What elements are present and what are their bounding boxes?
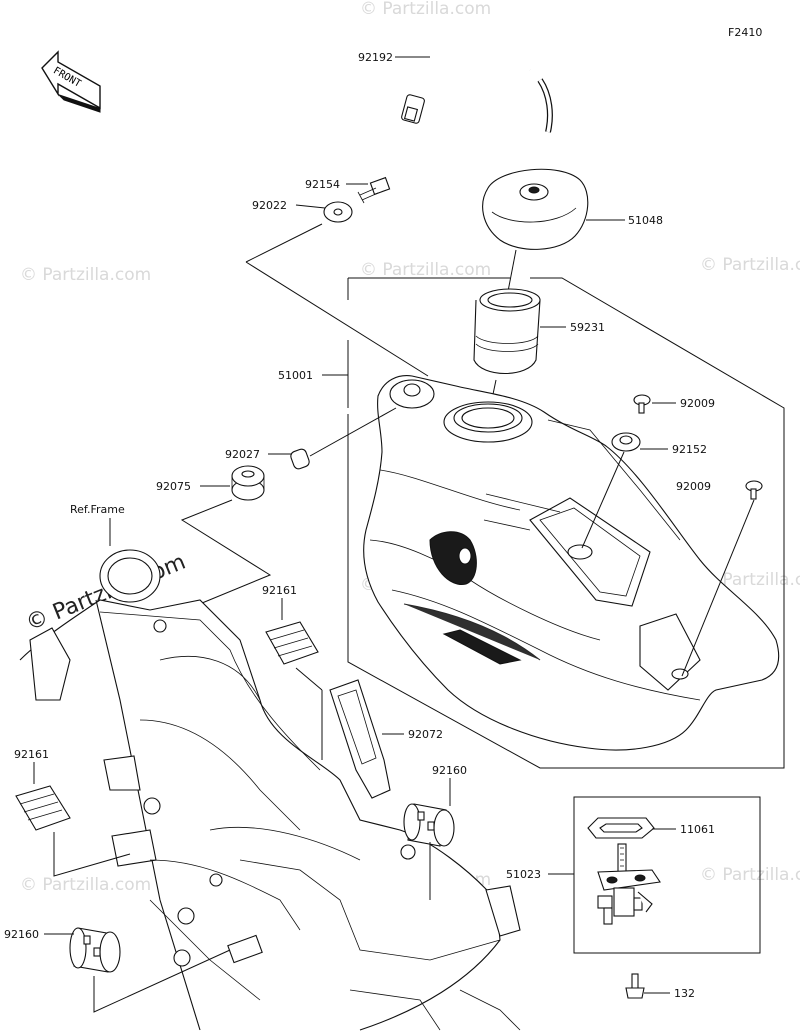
grommet-92152 <box>611 432 641 452</box>
washer-92022 <box>323 201 353 223</box>
watermark-text: © Partzilla.com <box>20 265 151 285</box>
part-label-92154[interactable]: 92154 <box>305 178 340 191</box>
part-label-92192[interactable]: 92192 <box>358 51 393 64</box>
watermark-text: © Partzilla.com <box>700 865 800 885</box>
part-label-92072[interactable]: 92072 <box>408 728 443 741</box>
watermark-text: © Partzilla.com <box>360 0 491 19</box>
ref-frame-label: Ref.Frame <box>70 503 125 516</box>
part-label-59231[interactable]: 59231 <box>570 321 605 334</box>
damper-92027 <box>290 448 310 470</box>
part-label-92009-upper[interactable]: 92009 <box>680 397 715 410</box>
fuel-tank <box>363 375 780 751</box>
part-label-92027[interactable]: 92027 <box>225 448 260 461</box>
damper-92161-right <box>265 621 319 665</box>
part-label-132[interactable]: 132 <box>674 987 695 1000</box>
roller-92160-left <box>69 927 121 973</box>
watermark-text: © Partzilla.com <box>700 255 800 275</box>
gasket-11061 <box>587 817 655 839</box>
part-label-92152[interactable]: 92152 <box>672 443 707 456</box>
part-label-51048[interactable]: 51048 <box>628 214 663 227</box>
screw-132 <box>625 973 645 999</box>
part-label-51001[interactable]: 51001 <box>278 369 313 382</box>
screw-92009-lower <box>745 480 763 500</box>
fuel-cock-valve <box>597 843 661 925</box>
part-label-92160-right[interactable]: 92160 <box>432 764 467 777</box>
part-label-92009-lower[interactable]: 92009 <box>676 480 711 493</box>
part-label-92161-right[interactable]: 92161 <box>262 584 297 597</box>
part-label-92160-left[interactable]: 92160 <box>4 928 39 941</box>
part-label-11061[interactable]: 11061 <box>680 823 715 836</box>
part-label-92022[interactable]: 92022 <box>252 199 287 212</box>
bolt-92154 <box>357 176 391 204</box>
fuel-cock-group-box <box>573 796 761 954</box>
fuel-cap-51048 <box>482 168 589 250</box>
part-label-92075[interactable]: 92075 <box>156 480 191 493</box>
strap-92072 <box>329 679 391 799</box>
breather-hose <box>401 43 553 133</box>
damper-92075 <box>231 465 265 501</box>
watermark-text: © Partzilla.com <box>20 875 151 895</box>
watermark-text: © Partzilla.com <box>360 260 491 280</box>
front-arrow-icon: FRONT <box>41 50 101 113</box>
part-label-51023[interactable]: 51023 <box>506 868 541 881</box>
screw-92009-upper <box>633 394 651 414</box>
filler-neck-59231 <box>473 288 541 375</box>
motorcycle-frame <box>19 549 521 1031</box>
figure-code: F2410 <box>728 26 762 39</box>
roller-92160-right <box>403 803 455 847</box>
damper-92161-left <box>15 785 71 831</box>
part-label-92161-left[interactable]: 92161 <box>14 748 49 761</box>
